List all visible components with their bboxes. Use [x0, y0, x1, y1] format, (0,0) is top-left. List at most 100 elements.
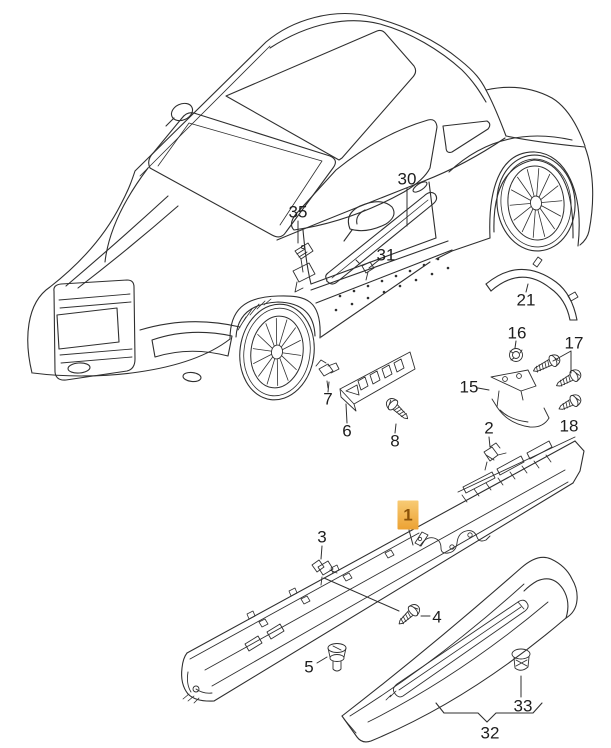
screw-thread: [400, 617, 405, 625]
car-rocker-bottom: [320, 261, 431, 338]
leader-lines: [297, 187, 572, 698]
leader-17: [552, 350, 572, 374]
panel-flange-clips: [246, 564, 340, 620]
highlighted-callout-box[interactable]: [397, 500, 419, 530]
callout-2[interactable]: 2: [484, 419, 493, 438]
screw-thread: [407, 611, 412, 618]
clip-part-31: [355, 259, 375, 281]
screw-thread: [544, 361, 547, 369]
callout-8[interactable]: 8: [390, 432, 399, 451]
screw-thread: [396, 408, 403, 413]
trim-left-tip-inner: [343, 718, 357, 734]
grommet-part-33: [511, 648, 531, 671]
trim-bottom-edge: [341, 617, 567, 743]
screw-shank: [558, 399, 574, 410]
hub: [530, 195, 542, 211]
callout-15[interactable]: 15: [460, 378, 479, 397]
fender-line: [104, 167, 149, 263]
tire-outer: [239, 303, 315, 401]
leader-31: [368, 259, 380, 269]
callout-4[interactable]: 4: [432, 608, 441, 627]
callout-7[interactable]: 7: [323, 390, 332, 409]
car-front-bumper-bottom: [32, 338, 231, 377]
door-rear-seam: [428, 181, 437, 239]
arch-liner-hatching: [237, 298, 272, 331]
leader-1: [408, 529, 414, 546]
screw-thread: [538, 364, 541, 372]
callout-33[interactable]: 33: [514, 697, 533, 716]
door-handle: [412, 181, 428, 193]
screw-shank: [398, 610, 414, 625]
callout-30[interactable]: 30: [398, 170, 417, 189]
panel-notch-hole: [467, 532, 473, 538]
callout-1[interactable]: 1: [403, 506, 412, 525]
panel-notch-hole: [449, 544, 455, 550]
wheel-spoke: [253, 354, 272, 364]
panel-slots: [244, 623, 285, 652]
leader-2: [488, 436, 491, 448]
screw-slot: [575, 372, 580, 376]
door-mirror: [347, 201, 395, 232]
wheel-spoke: [541, 205, 562, 217]
callout-21[interactable]: 21: [517, 291, 536, 310]
rivet-part-5: [327, 643, 347, 672]
leader-15: [477, 387, 490, 391]
rim: [507, 165, 565, 241]
callout-18[interactable]: 18: [560, 417, 579, 436]
panel-right-end: [572, 440, 585, 484]
callout-16[interactable]: 16: [508, 324, 527, 343]
wheel-spoke: [521, 208, 534, 233]
leader-8: [394, 423, 397, 434]
clip-part-3: [311, 559, 338, 586]
wheel-spoke: [540, 185, 559, 200]
panel-face-holes: [258, 549, 395, 628]
car-rear-blister-line: [448, 135, 573, 173]
panel-cap-curl: [186, 671, 213, 694]
leader-3: [320, 545, 323, 560]
trim-top-edge: [341, 556, 578, 717]
callout-17[interactable]: 17: [565, 334, 584, 353]
screw-part-18: [558, 394, 582, 410]
car-rear-wheel-arch: [489, 151, 580, 247]
leader-7: [327, 381, 330, 393]
door-sill-strip-part-30: [325, 191, 438, 285]
sill-panel-part-1: [181, 436, 585, 704]
car-front-arch-lip: [235, 301, 316, 338]
callout-35[interactable]: 35: [289, 203, 308, 222]
wheel-spoke: [513, 206, 532, 221]
rocker-top-line: [310, 240, 449, 291]
bumper-reflector: [67, 362, 91, 374]
wheel-spoke: [509, 203, 531, 206]
door-sill-strip-inner: [331, 199, 429, 279]
front-wheel: [239, 303, 315, 401]
screw-shank: [532, 359, 553, 372]
screw-thread: [568, 375, 571, 382]
wheel-spoke: [276, 359, 279, 386]
screw-thread: [402, 615, 407, 623]
callout-31[interactable]: 31: [377, 246, 396, 265]
callout-5[interactable]: 5: [304, 658, 313, 677]
wheel-spoke: [538, 173, 551, 198]
hood-crease-2: [77, 205, 179, 289]
screw-thread: [565, 401, 568, 409]
leader-16: [514, 340, 517, 349]
car-rear-window-line: [485, 86, 586, 147]
screw-part-8: [385, 398, 409, 420]
screw-thread: [398, 410, 405, 415]
rocker-rivet-dots: [334, 257, 450, 312]
callout-6[interactable]: 6: [342, 422, 351, 441]
callout-3[interactable]: 3: [317, 528, 326, 547]
wheel-spoke: [279, 357, 289, 381]
panel-band-top: [457, 436, 576, 493]
wheel-spoke: [517, 176, 533, 198]
clip-part-7: [315, 359, 340, 389]
leader-3-to-4: [323, 577, 400, 612]
callout-32[interactable]: 32: [481, 724, 500, 743]
leader-21: [525, 283, 529, 293]
screw-thread: [400, 413, 407, 418]
wheel-spoke: [275, 318, 278, 345]
wheel-spoke: [282, 352, 302, 356]
side-window: [290, 119, 438, 231]
leader-5: [316, 656, 328, 664]
